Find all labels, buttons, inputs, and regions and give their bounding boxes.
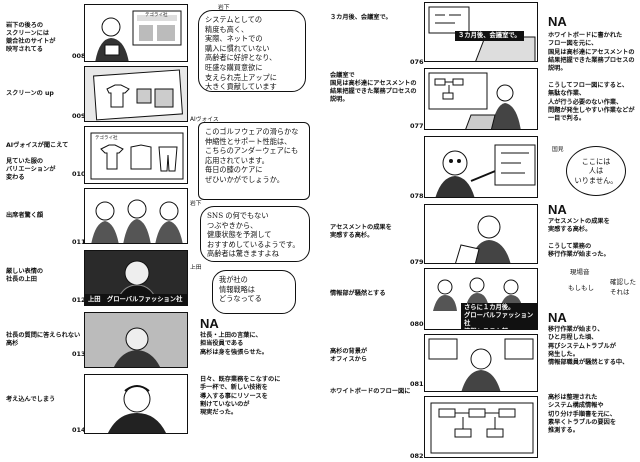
scene-number-076: 076 bbox=[410, 58, 424, 66]
scene-desc-014: 考え込んでしまう bbox=[6, 396, 56, 403]
scene-number-011: 011 bbox=[72, 238, 86, 246]
speaker-label-078: 国見 bbox=[552, 147, 564, 153]
scene-desc-013: 社長の質問に答えられない 高杉 bbox=[6, 332, 81, 347]
storyboard-frame-078 bbox=[424, 136, 538, 198]
storyboard-frame-080: さらに１カ月後。 グローバルファッション社 情報システム部 bbox=[424, 268, 538, 330]
scene-desc-082: ホワイトボードのフロー図に bbox=[330, 388, 411, 395]
screen-closeup-drawing bbox=[93, 69, 183, 121]
scene-desc-009: スクリーンの up bbox=[6, 90, 54, 97]
scene-desc-081: 高杉の背景が オフィスから bbox=[330, 348, 368, 363]
takasugi-realizing-drawing bbox=[455, 215, 511, 263]
kunimi-pointing-drawing bbox=[435, 144, 536, 197]
storyboard-frame-082 bbox=[424, 396, 538, 458]
scene-desc-076: ３カ月後、会議室で。 bbox=[330, 14, 392, 21]
time-caption: さらに１カ月後。 グローバルファッション社 情報システム部 bbox=[461, 303, 537, 329]
scene-number-008: 008 bbox=[72, 52, 86, 60]
stiff-takasugi-drawing bbox=[85, 313, 187, 367]
speech-bubble-011: SNS の何でもない つぶやきから、 健康状態を予測して おすすめしているようで… bbox=[200, 206, 310, 262]
scene-number-082: 082 bbox=[410, 452, 424, 460]
whiteboard-flow-drawing bbox=[428, 72, 521, 129]
speech-bubble-078: ここには 人は いりません。 bbox=[566, 146, 626, 196]
presenter-drawing bbox=[95, 10, 182, 61]
storyboard-frame-077 bbox=[424, 68, 538, 130]
na-text-079: アセスメントの成果を 実感する高杉。 こうして業務の 移行作業が始まった。 bbox=[548, 218, 610, 259]
storyboard-frame-008: テゴライ社 bbox=[84, 4, 188, 62]
na-text-014: 日々、既存業務をこなすのに 手一杯で、新しい技術を 導入する事にリソースを 割け… bbox=[200, 376, 281, 417]
scene-desc-011: 出席者驚く顔 bbox=[6, 212, 44, 219]
storyboard-frame-012: 上田 グローバルファッション社 社長 bbox=[84, 250, 188, 306]
scene-number-081: 081 bbox=[410, 380, 424, 388]
time-caption: ３カ月後、会議室で。 bbox=[455, 31, 524, 41]
speaker-label-010: AIヴォイス bbox=[190, 117, 219, 123]
scene-desc-008: 岩下の後ろの スクリーンには 競合社のサイトが 映写されてる bbox=[6, 22, 56, 53]
na-text-081: 移行作業が始まり、 ひと月程した頃、 再びシステムトラブルが 発生した。 情報部… bbox=[548, 326, 629, 367]
name-caption: 上田 グローバルファッション社 社長 bbox=[85, 294, 187, 305]
speech-bubble-008: システムとしての 精度も高く、 実際、ネットでの 購入に慣れていない 高齢者に好… bbox=[198, 10, 306, 92]
meeting-room-drawing bbox=[428, 6, 536, 61]
storyboard-frame-081 bbox=[424, 334, 538, 392]
storyboard-frame-013 bbox=[84, 312, 188, 368]
scene-number-079: 079 bbox=[410, 258, 424, 266]
scene-desc-079: アセスメントの成果を 実感する高杉。 bbox=[330, 224, 392, 239]
thinking-takasugi-drawing bbox=[108, 385, 166, 433]
whiteboard-closeup-drawing bbox=[430, 402, 534, 454]
storyboard-frame-076: ３カ月後、会議室で。 bbox=[424, 2, 538, 62]
storyboard-frame-011 bbox=[84, 188, 188, 244]
scene-number-077: 077 bbox=[410, 122, 424, 130]
speaker-label-012: 上田 bbox=[190, 265, 202, 271]
scene-number-009: 009 bbox=[72, 112, 86, 120]
na-heading-081: NA bbox=[548, 310, 567, 325]
screen-label: テゴライ社 bbox=[145, 13, 168, 18]
takasugi-office-drawing bbox=[428, 338, 534, 391]
scene-number-010: 010 bbox=[72, 170, 86, 178]
onsite-sound-label: 現場音 bbox=[570, 268, 590, 276]
scene-desc-010: AIヴォイスが聞こえて 見ていた服の バリエーションが 変わる bbox=[6, 142, 69, 181]
scene-desc-080: 情報部が騒然とする bbox=[330, 290, 386, 297]
clothes-variation-drawing bbox=[90, 132, 184, 180]
storyboard-frame-009 bbox=[84, 66, 188, 122]
scene-number-080: 080 bbox=[410, 320, 424, 328]
na-heading-013: NA bbox=[200, 316, 219, 331]
scene-number-012: 012 bbox=[72, 296, 86, 304]
storyboard-frame-014 bbox=[84, 374, 188, 434]
na-heading-079: NA bbox=[548, 202, 567, 217]
na-text-077: こうしてフロー図にすると、 無駄な作業、 人が行う必要のない作業、 問題が発生し… bbox=[548, 82, 635, 123]
na-text-013: 社長・上田の言葉に、 担当役員である 高杉は身を強張らせた。 bbox=[200, 332, 268, 356]
scene-number-078: 078 bbox=[410, 192, 424, 200]
speaker-label-008: 岩下 bbox=[218, 5, 230, 11]
scene-number-013: 013 bbox=[72, 350, 86, 358]
scene-desc-077: 会議室で 国見は高杉達にアセスメントの 結果把握できた業務プロセスの 説明。 bbox=[330, 72, 417, 103]
onsite-sound-line-1: もしもし bbox=[568, 284, 594, 292]
na-text-082: 高杉は整理された システム構成情報や 切り分け手順書を元に、 素早くトラブルの要… bbox=[548, 394, 617, 435]
speaker-label-011: 岩下 bbox=[190, 201, 202, 207]
speech-bubble-010: このゴルフウェアの滑らかな 伸縮性とサポート性能は、 こちらのアンダーウェアにも… bbox=[198, 122, 310, 200]
scene-desc-012: 厳しい表情の 社長の上田 bbox=[6, 268, 44, 283]
screen-label: テゴライ社 bbox=[95, 136, 118, 141]
onsite-sound-line-2: 確認した それは bbox=[610, 278, 636, 296]
na-heading-076: NA bbox=[548, 14, 567, 29]
surprised-attendees-drawing bbox=[91, 199, 183, 243]
na-text-076: ホワイトボードに書かれた フロー図を元に、 国見は高杉達にアセスメントの 結果把… bbox=[548, 32, 635, 73]
scene-number-014: 014 bbox=[72, 426, 86, 434]
speech-bubble-012: 我が社の 情報戦略は どうなってる bbox=[212, 270, 296, 314]
storyboard-frame-079 bbox=[424, 204, 538, 264]
storyboard-frame-010: テゴライ社 bbox=[84, 126, 188, 184]
